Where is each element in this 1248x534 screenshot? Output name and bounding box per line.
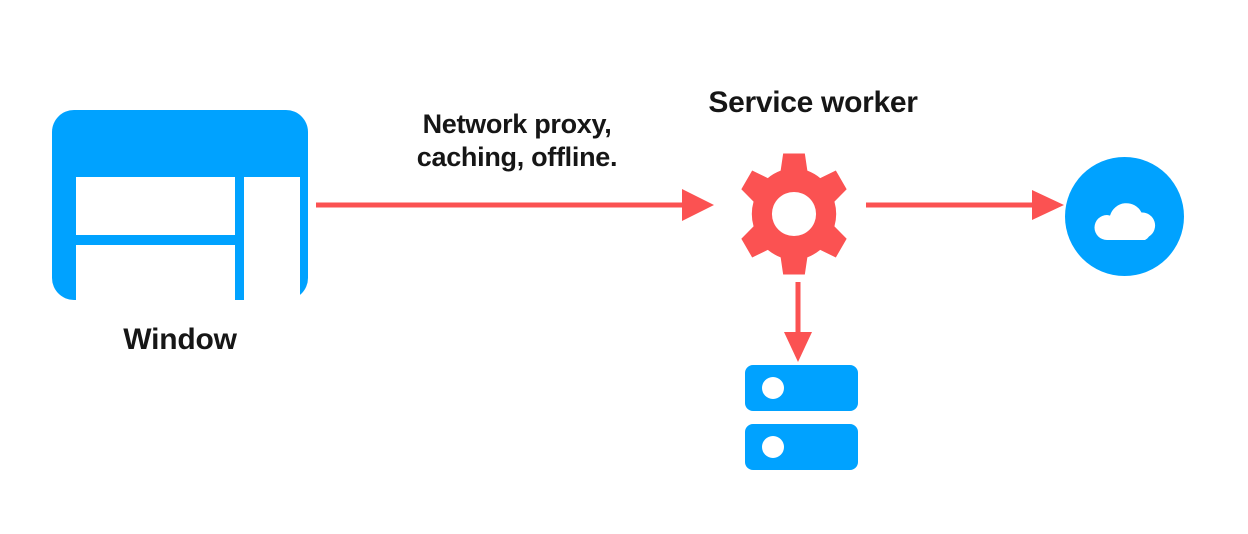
- database-bar-bottom: [745, 424, 858, 470]
- network-proxy-label: Network proxy, caching, offline.: [416, 109, 618, 172]
- arrow-service-worker-to-cloud: [866, 186, 1064, 224]
- database-bar-top: [745, 365, 858, 411]
- browser-window-icon: [52, 110, 308, 303]
- window-pane-top: [76, 177, 235, 235]
- window-label: Window: [123, 323, 237, 356]
- service-worker-node[interactable]: [731, 148, 857, 280]
- window-node[interactable]: [52, 110, 308, 303]
- database-indicator-bottom: [762, 436, 784, 458]
- database-indicator-top: [762, 377, 784, 399]
- gear-icon: [741, 153, 847, 275]
- window-pane-bottom: [76, 245, 235, 303]
- arrow-window-to-service-worker: [316, 186, 714, 224]
- database-node[interactable]: [745, 365, 858, 470]
- cloud-node[interactable]: [1065, 157, 1184, 276]
- service-worker-label: Service worker: [708, 86, 918, 119]
- window-pane-side: [244, 177, 300, 303]
- arrow-service-worker-to-database: [779, 282, 817, 362]
- cloud-icon: [1094, 203, 1156, 240]
